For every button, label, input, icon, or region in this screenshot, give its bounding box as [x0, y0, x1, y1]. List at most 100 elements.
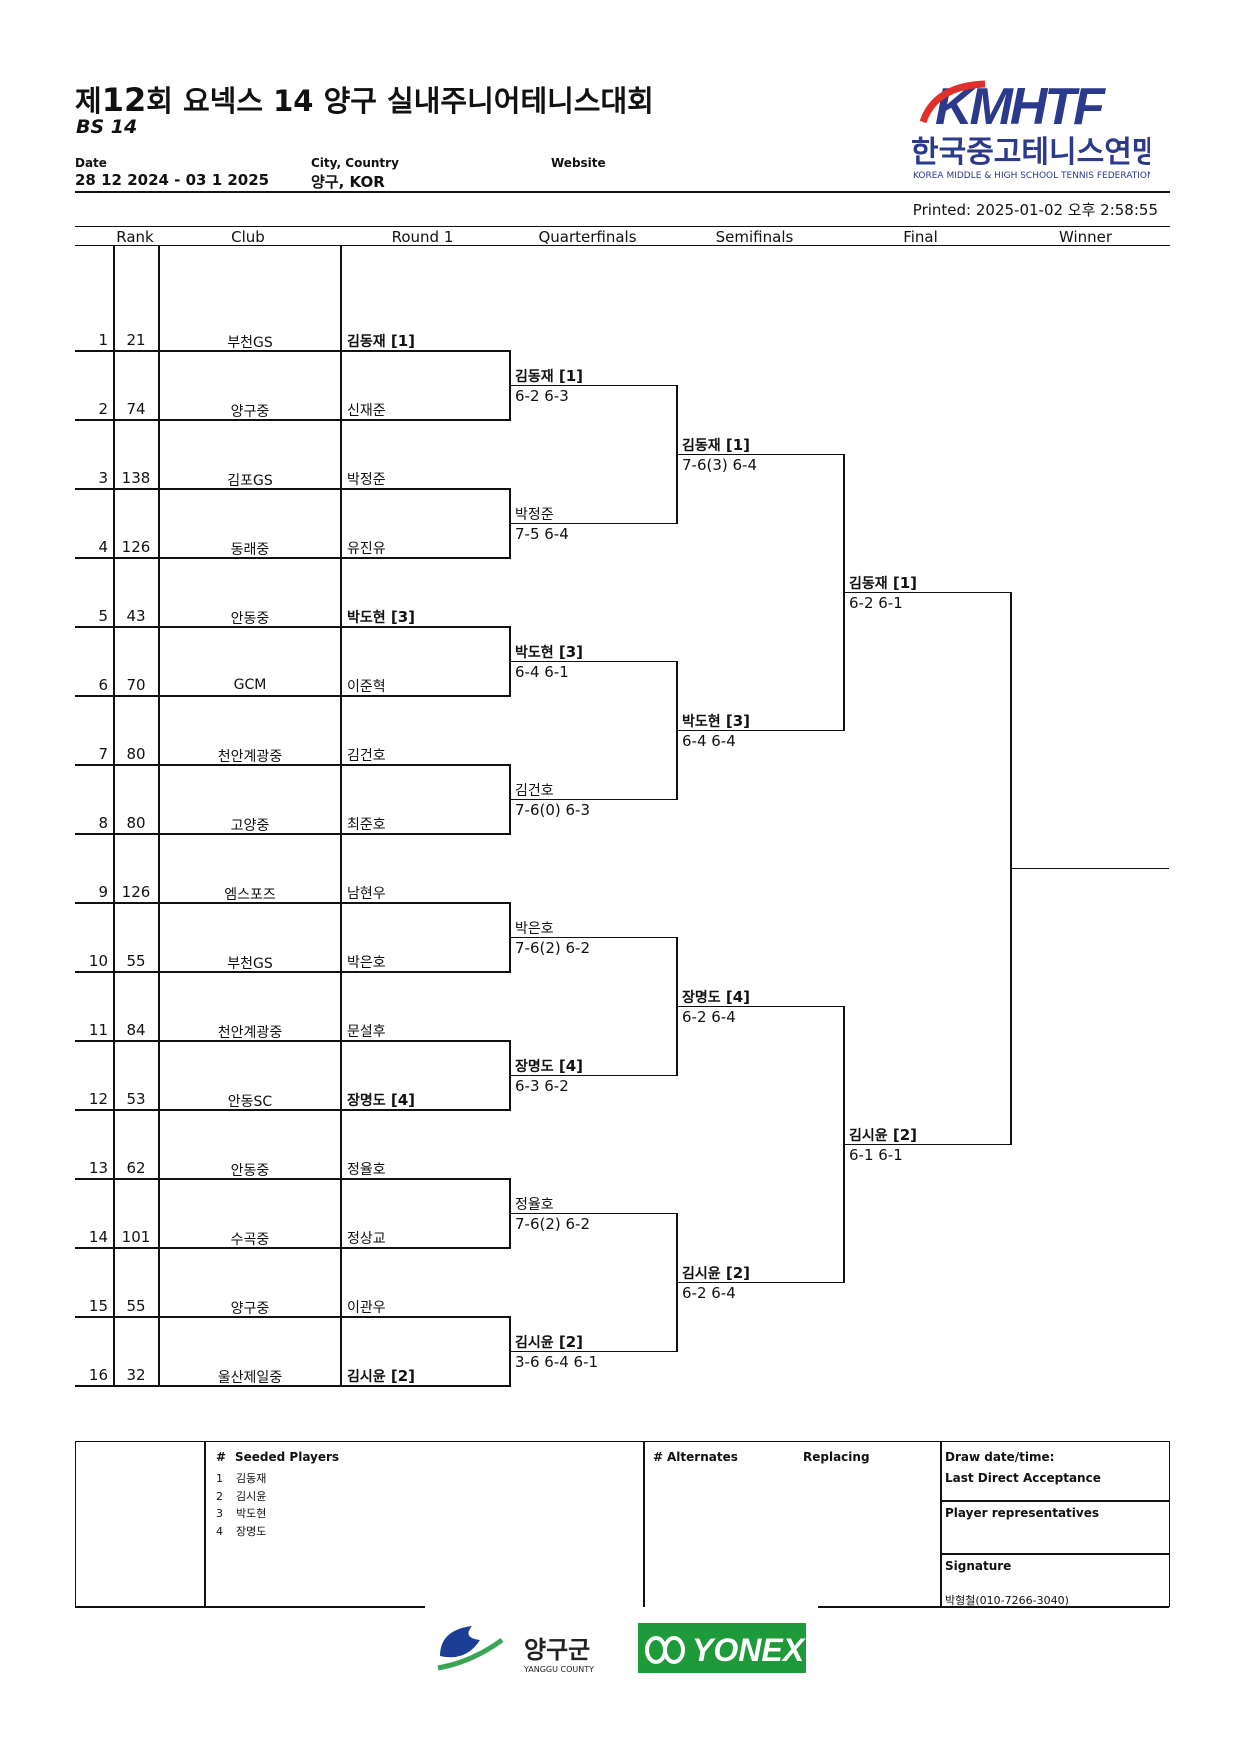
sf-score: 6-2 6-4: [682, 1007, 736, 1026]
col-round1: Round 1: [391, 228, 454, 246]
draw-line: [75, 350, 510, 352]
player-name: 김동재: [682, 437, 721, 454]
player-club: 안동중: [230, 1163, 270, 1179]
sf-line: [676, 729, 844, 731]
draw-position: 5: [98, 607, 108, 625]
seed-number: 1: [216, 1472, 223, 1485]
seed-number: [2]: [720, 1263, 751, 1282]
footer-box: [75, 1441, 1170, 1607]
draw-line: [75, 833, 510, 835]
draw-line: [75, 1109, 510, 1111]
qf-player: 박정준: [515, 504, 554, 524]
round1-player: 김시윤 [2]: [347, 1366, 415, 1386]
qf-player: 박은호: [515, 918, 554, 938]
player-club: 양구중: [230, 1301, 270, 1317]
player-name: 이관우: [347, 1300, 386, 1316]
qf-player: 김건호: [515, 780, 554, 800]
draw-position: 8: [98, 814, 108, 832]
footer-bottom-right: [818, 1606, 1169, 1608]
qf-line: [509, 1212, 677, 1214]
draw-position: 11: [88, 1021, 108, 1039]
yonex-mark-icon-2: [663, 1636, 685, 1664]
round1-player: 박정준: [347, 469, 386, 489]
seed-number: [3]: [553, 642, 584, 661]
qf-player: 정율호: [515, 1194, 554, 1214]
sf-score: 6-2 6-4: [682, 1283, 736, 1302]
round1-player: 최준호: [347, 814, 386, 834]
title-number: 12: [101, 81, 147, 119]
player-name: 박은호: [347, 955, 386, 971]
player-reps-label: Player representatives: [945, 1506, 1100, 1520]
alternates-hash: #: [653, 1450, 664, 1464]
last-direct-label: Last Direct Acceptance: [945, 1471, 1101, 1485]
qf-player: 김시윤 [2]: [515, 1332, 583, 1352]
player-rank: 74: [126, 400, 146, 418]
draw-position: 16: [88, 1366, 108, 1384]
player-rank: 84: [126, 1021, 146, 1039]
col-rank: Rank: [116, 228, 154, 246]
qf-score: 6-2 6-3: [515, 386, 569, 405]
col-club: Club: [231, 228, 265, 246]
player-rank: 138: [121, 469, 151, 487]
yanggu-korean: 양구군: [524, 1636, 590, 1664]
player-club: 수곡중: [230, 1232, 270, 1248]
round1-player: 정율호: [347, 1159, 386, 1179]
col-winner: Winner: [1058, 228, 1113, 246]
seed-number: [4]: [553, 1056, 584, 1075]
player-rank: 126: [121, 538, 151, 556]
seed-number: [1]: [553, 366, 584, 385]
draw-line: [75, 1040, 510, 1042]
qf-line: [509, 522, 677, 524]
replacing-title: Replacing: [803, 1450, 870, 1464]
player-rank: 70: [126, 676, 146, 694]
yonex-logo-graphic: YONEX: [638, 1623, 806, 1673]
player-name: 정율호: [515, 1196, 554, 1213]
seed-number: [4]: [385, 1091, 416, 1109]
player-rank: 21: [126, 331, 146, 349]
player-rank: 62: [126, 1159, 146, 1177]
qf-score: 3-6 6-4 6-1: [515, 1352, 599, 1371]
player-club: 안동중: [230, 611, 270, 627]
col-sf: Semifinals: [715, 228, 794, 246]
player-name: 김건호: [347, 748, 386, 764]
player-club: 부천GS: [227, 335, 273, 351]
kmhtf-english: KOREA MIDDLE & HIGH SCHOOL TENNIS FEDERA…: [913, 171, 1150, 181]
qf-player: 김동재 [1]: [515, 366, 583, 386]
player-name: 김시윤: [515, 1334, 554, 1351]
sf-player: 김시윤 [2]: [682, 1263, 750, 1283]
footer-hline-1: [940, 1500, 1169, 1502]
seed-number: [2]: [887, 1125, 918, 1144]
kmhtf-logo: KMHTF 한국중고테니스연맹 KOREA MIDDLE & HIGH SCHO…: [905, 78, 1159, 187]
qf-player: 박도현 [3]: [515, 642, 583, 662]
yanggu-emblem-icon: [440, 1626, 480, 1658]
player-name: 정율호: [347, 1162, 386, 1178]
sf-score: 6-4 6-4: [682, 731, 736, 750]
yanggu-english: YANGGU COUNTY: [523, 1665, 594, 1674]
tournament-title: 제12회 요넥스 14 양구 실내주니어테니스대회: [75, 81, 654, 119]
seed-number: 4: [216, 1524, 223, 1538]
seed-number: [4]: [720, 987, 751, 1006]
round1-player: 이준혁: [347, 676, 386, 696]
final-line: [843, 1143, 1011, 1145]
swoosh-icon: [919, 80, 986, 124]
draw-position: 3: [98, 469, 108, 487]
seeded-hash: #: [216, 1450, 227, 1464]
player-name: 최준호: [347, 817, 386, 833]
kmhtf-korean: 한국중고테니스연맹: [911, 135, 1150, 170]
player-name: 장명도: [347, 1093, 386, 1109]
round1-player: 남현우: [347, 883, 386, 903]
final-score: 6-1 6-1: [849, 1145, 903, 1164]
draw-line: [75, 1385, 510, 1387]
player-club: GCM: [233, 677, 267, 693]
yonex-text: YONEX: [692, 1632, 806, 1668]
player-name: 김동재: [515, 368, 554, 385]
player-rank: 43: [126, 607, 146, 625]
round1-player: 정상교: [347, 1228, 386, 1248]
draw-position: 7: [98, 745, 108, 763]
round1-player: 김건호: [347, 745, 386, 765]
round1-player: 박은호: [347, 952, 386, 972]
club-divider-line: [158, 246, 160, 1386]
header-rule: [75, 191, 1170, 193]
